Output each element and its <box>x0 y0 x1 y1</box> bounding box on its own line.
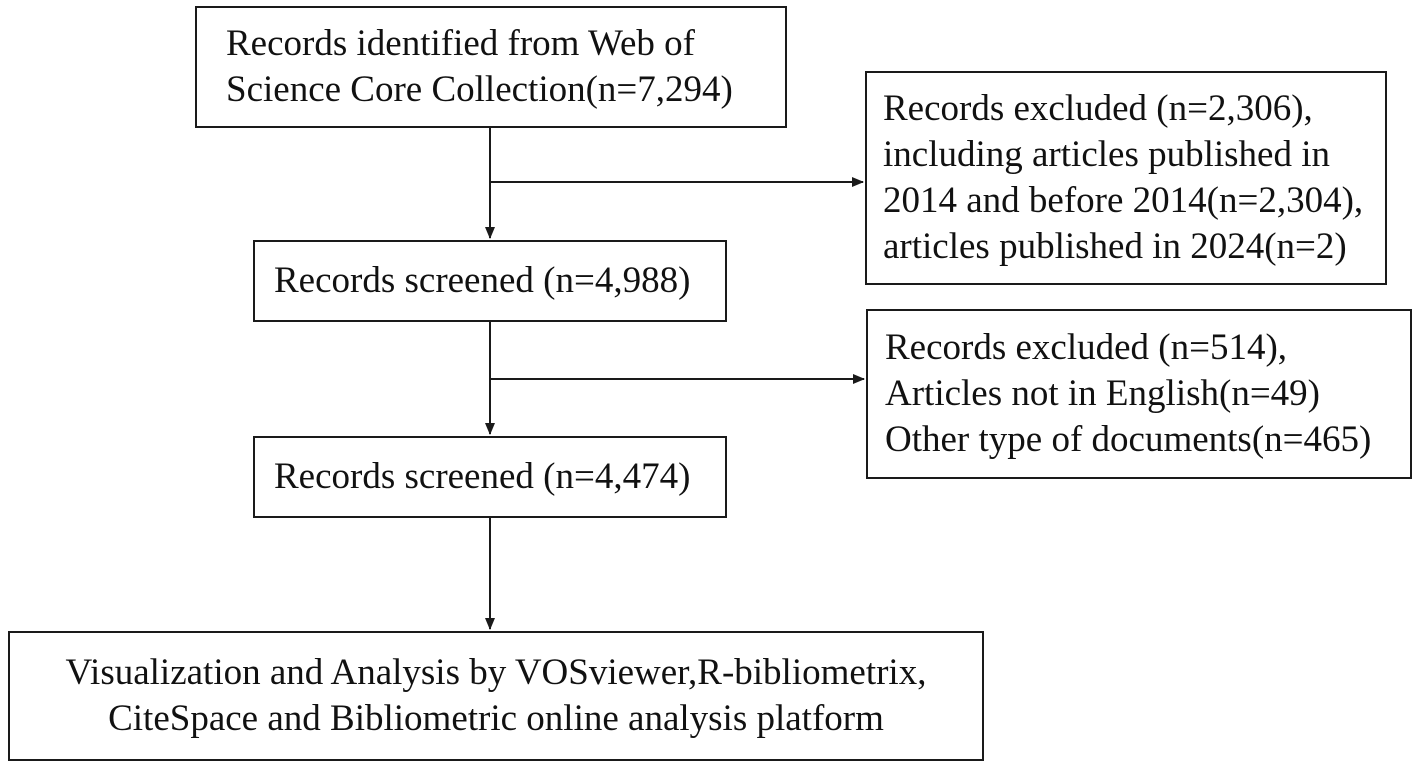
box-text-line: Science Core Collection(n=7,294) <box>226 69 733 110</box>
box-text-line: including articles published in <box>883 134 1330 175</box>
box-text-line: Records excluded (n=2,306), <box>883 88 1313 129</box>
box-text-line: Visualization and Analysis by VOSviewer,… <box>65 652 927 693</box>
box-text-line: Records excluded (n=514), <box>885 327 1288 368</box>
box-text-line: Records screened (n=4,988) <box>274 260 691 301</box>
box-text-line: CiteSpace and Bibliometric online analys… <box>108 698 884 739</box>
visualization-analysis-box: Visualization and Analysis by VOSviewer,… <box>8 631 984 761</box>
records-excluded-box-2: Records excluded (n=514), Articles not i… <box>866 309 1412 479</box>
records-screened-box-2: Records screened (n=4,474) <box>253 436 727 518</box>
box-text-line: Articles not in English(n=49) <box>885 373 1321 414</box>
box-text-line: Records screened (n=4,474) <box>274 456 691 497</box>
records-identified-box: Records identified from Web of Science C… <box>195 6 787 128</box>
records-screened-box-1: Records screened (n=4,988) <box>253 240 727 322</box>
box-text-line: Records identified from Web of <box>226 23 695 64</box>
box-text-line: articles published in 2024(n=2) <box>883 226 1347 267</box>
records-excluded-box-1: Records excluded (n=2,306), including ar… <box>865 71 1387 285</box>
box-text-line: Other type of documents(n=465) <box>885 419 1372 460</box>
box-text-line: 2014 and before 2014(n=2,304), <box>883 180 1364 221</box>
